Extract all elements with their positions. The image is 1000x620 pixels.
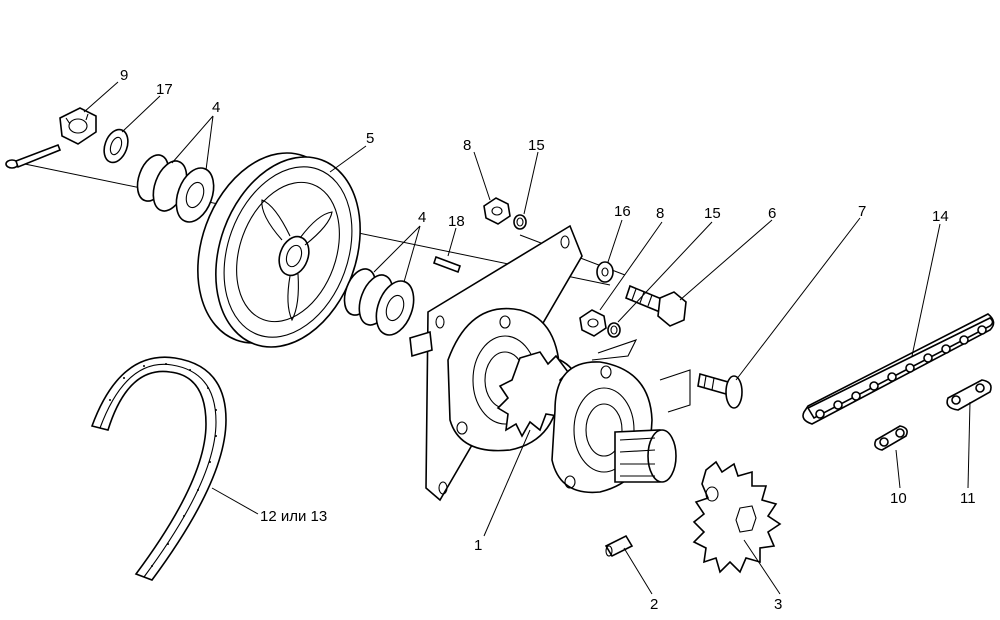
callout-14: 14: [932, 208, 949, 225]
hex-bolt: [625, 284, 687, 327]
callout-18: 18: [448, 213, 465, 230]
roller-chain: [802, 313, 995, 425]
callout-8-middle: 8: [656, 205, 664, 222]
callout-15-middle: 15: [704, 205, 721, 222]
callout-6: 6: [768, 205, 776, 222]
guide-lines: [591, 339, 691, 413]
callout-15-top: 15: [528, 137, 545, 154]
callout-12-13: 12 или 13: [260, 508, 327, 525]
lock-washer-top: [513, 214, 527, 230]
cotter-pin: [5, 143, 62, 169]
callout-16: 16: [614, 203, 631, 220]
callout-8-top: 8: [463, 137, 471, 154]
washer-17: [103, 128, 129, 164]
callout-7: 7: [858, 203, 866, 220]
callout-1: 1: [474, 537, 482, 554]
pulley: [197, 152, 361, 348]
drive-sprocket: [692, 460, 782, 574]
callout-5: 5: [366, 130, 374, 147]
nut-top: [483, 197, 511, 225]
connecting-link: [874, 425, 908, 451]
leader-lines: [83, 81, 971, 595]
drive-shaft-sprocket: [496, 351, 581, 438]
splined-shaft-end: [614, 429, 677, 483]
washer-16: [596, 261, 614, 283]
callout-4-right: 4: [418, 209, 426, 226]
lock-washer-middle: [607, 322, 621, 338]
callout-17: 17: [156, 81, 173, 98]
shim-set-left: [136, 154, 215, 223]
callout-3: 3: [774, 596, 782, 613]
castle-nut: [59, 107, 97, 145]
nut-middle: [579, 309, 607, 337]
callout-9: 9: [120, 67, 128, 84]
carriage-bolt: [697, 372, 743, 409]
offset-link: [946, 379, 992, 411]
dowel-pin: [432, 255, 462, 274]
shim-set-right: [343, 268, 415, 336]
callout-2: 2: [650, 596, 658, 613]
set-screw: [604, 534, 634, 558]
callout-10: 10: [890, 490, 907, 507]
callout-labels: 9 17 4 5 4 18 8 15 16 8 15 6 7 14 10 11 …: [120, 67, 976, 613]
belt-texture: [109, 363, 217, 567]
v-belt: [90, 356, 227, 581]
callout-4-left: 4: [212, 99, 220, 116]
callout-11: 11: [960, 490, 976, 507]
